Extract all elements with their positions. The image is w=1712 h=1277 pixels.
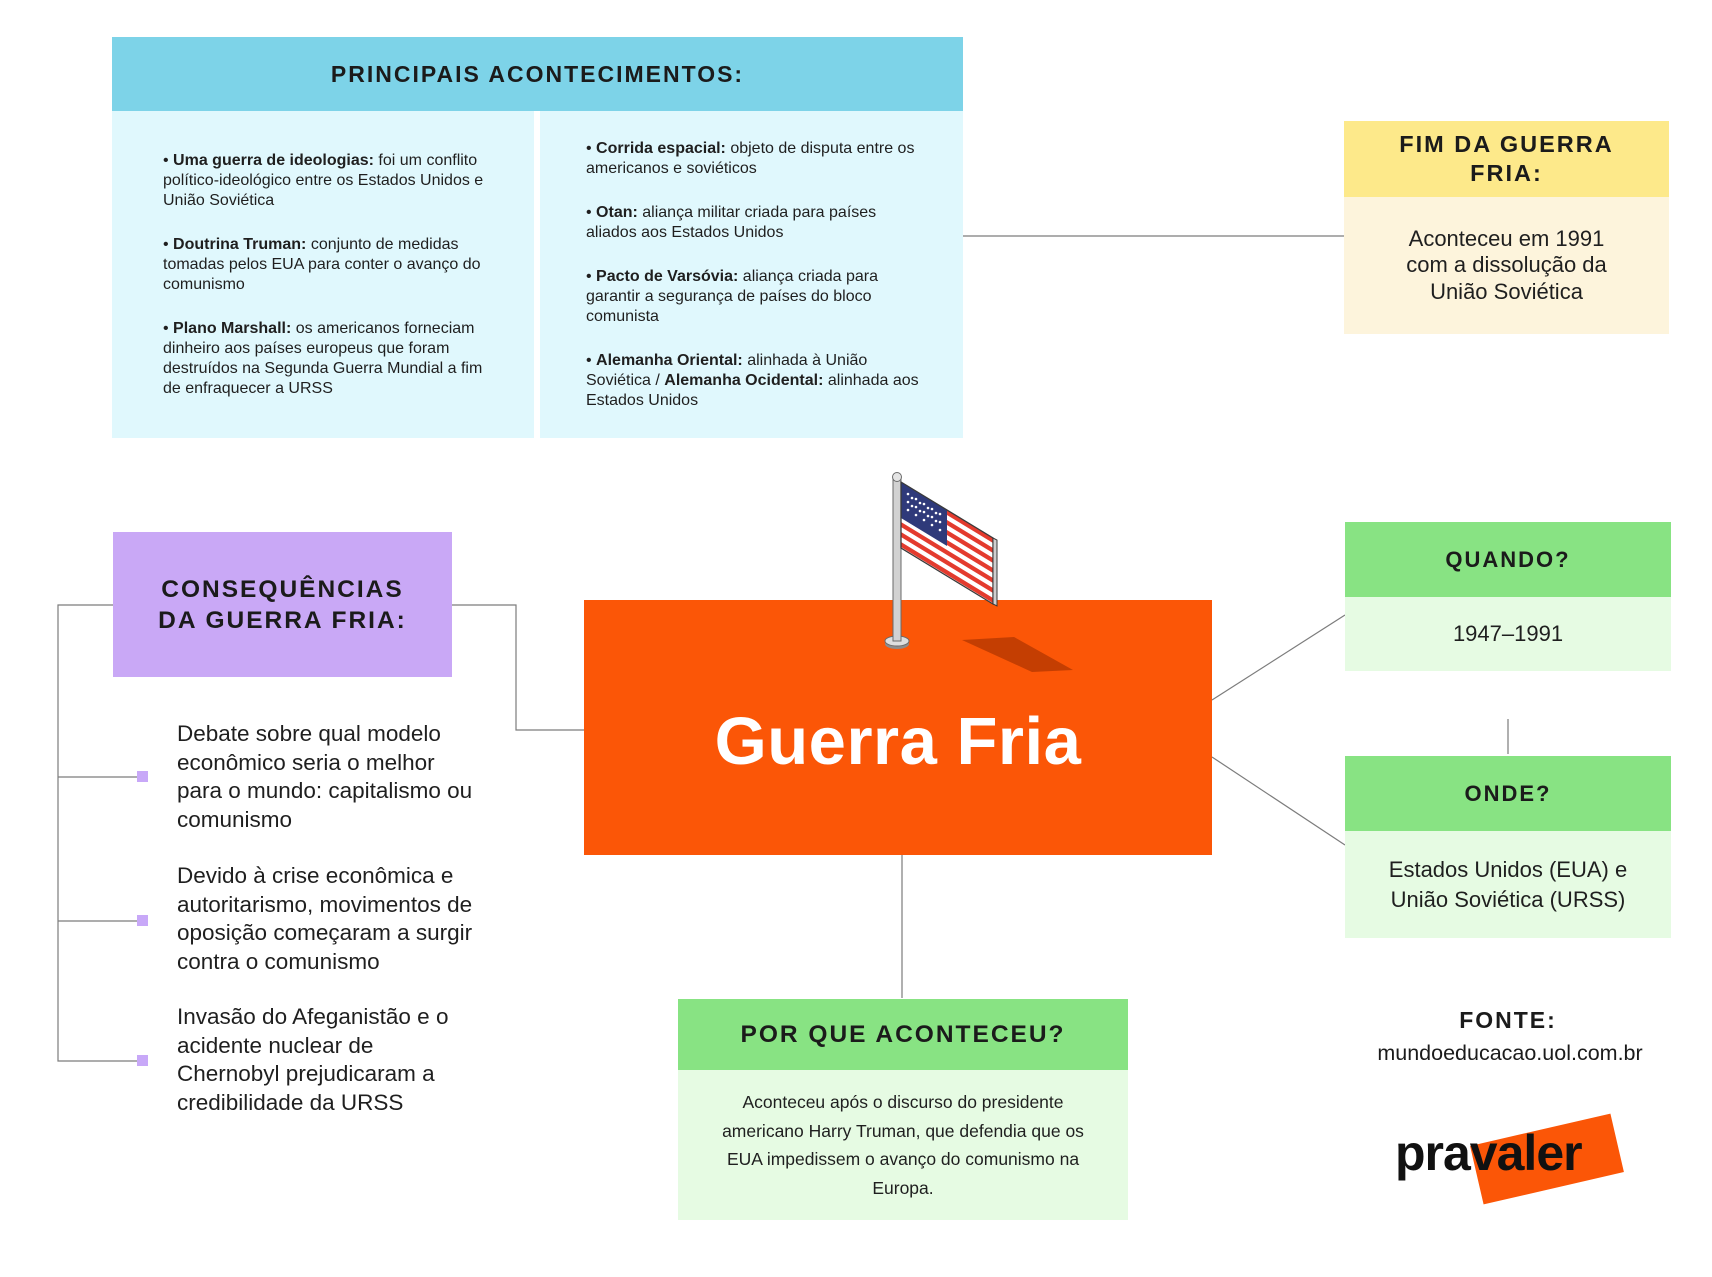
quando-text: 1947–1991 (1453, 621, 1563, 647)
consequencia-item: Debate sobre qual modelo econômico seria… (177, 720, 477, 834)
principais-right-item: • Pacto de Varsóvia: aliança criada para… (586, 267, 923, 327)
porque-heading: POR QUE ACONTECEU? (740, 1021, 1065, 1049)
fim-header: FIM DA GUERRA FRIA: (1344, 121, 1669, 197)
logo-wordmark: pravaler (1395, 1124, 1582, 1182)
consequencia-item: Devido à crise econômica e autoritarismo… (177, 862, 497, 976)
onde-heading: ONDE? (1465, 781, 1552, 807)
principais-right-item: • Otan: aliança militar criada para país… (586, 203, 923, 243)
onde-header: ONDE? (1345, 756, 1671, 831)
principais-left-item: • Uma guerra de ideologias: foi um confl… (163, 151, 504, 211)
consequencias-header: CONSEQUÊNCIAS DA GUERRA FRIA: (113, 532, 452, 677)
quando-body: 1947–1991 (1345, 597, 1671, 671)
porque-body: Aconteceu após o discurso do presidente … (678, 1070, 1128, 1220)
principais-heading: PRINCIPAIS ACONTECIMENTOS: (331, 61, 744, 88)
fim-body: Aconteceu em 1991 com a dissolução da Un… (1344, 197, 1669, 334)
consequencias-heading: CONSEQUÊNCIAS DA GUERRA FRIA: (143, 574, 422, 636)
principais-left-item: • Doutrina Truman: conjunto de medidas t… (163, 235, 504, 295)
pravaler-logo: pravaler (1395, 1112, 1635, 1212)
usa-flag-icon (880, 472, 1080, 677)
principais-right-panel: • Corrida espacial: objeto de disputa en… (540, 111, 963, 438)
consequencia-item: Invasão do Afeganistão e o acidente nucl… (177, 1003, 477, 1117)
page-title: Guerra Fria (715, 703, 1082, 780)
fim-text: Aconteceu em 1991 com a dissolução da Un… (1392, 226, 1621, 306)
fonte-label: FONTE: (1345, 1007, 1671, 1034)
fim-heading: FIM DA GUERRA FRIA: (1384, 130, 1629, 188)
principais-header: PRINCIPAIS ACONTECIMENTOS: (112, 37, 963, 111)
fonte-url: mundoeducacao.uol.com.br (1345, 1041, 1675, 1066)
porque-text: Aconteceu após o discurso do presidente … (720, 1088, 1086, 1202)
principais-left-item: • Plano Marshall: os americanos fornecia… (163, 319, 504, 399)
quando-header: QUANDO? (1345, 522, 1671, 597)
consequencias-marker (137, 1055, 148, 1066)
onde-body: Estados Unidos (EUA) e União Soviética (… (1345, 831, 1671, 938)
consequencias-marker (137, 915, 148, 926)
porque-header: POR QUE ACONTECEU? (678, 999, 1128, 1070)
quando-heading: QUANDO? (1445, 547, 1570, 573)
onde-text: Estados Unidos (EUA) e União Soviética (… (1379, 855, 1637, 915)
principais-right-item: • Corrida espacial: objeto de disputa en… (586, 139, 923, 179)
principais-left-panel: • Uma guerra de ideologias: foi um confl… (112, 111, 534, 438)
principais-right-item: • Alemanha Oriental: alinhada à União So… (586, 351, 923, 411)
consequencias-marker (137, 771, 148, 782)
